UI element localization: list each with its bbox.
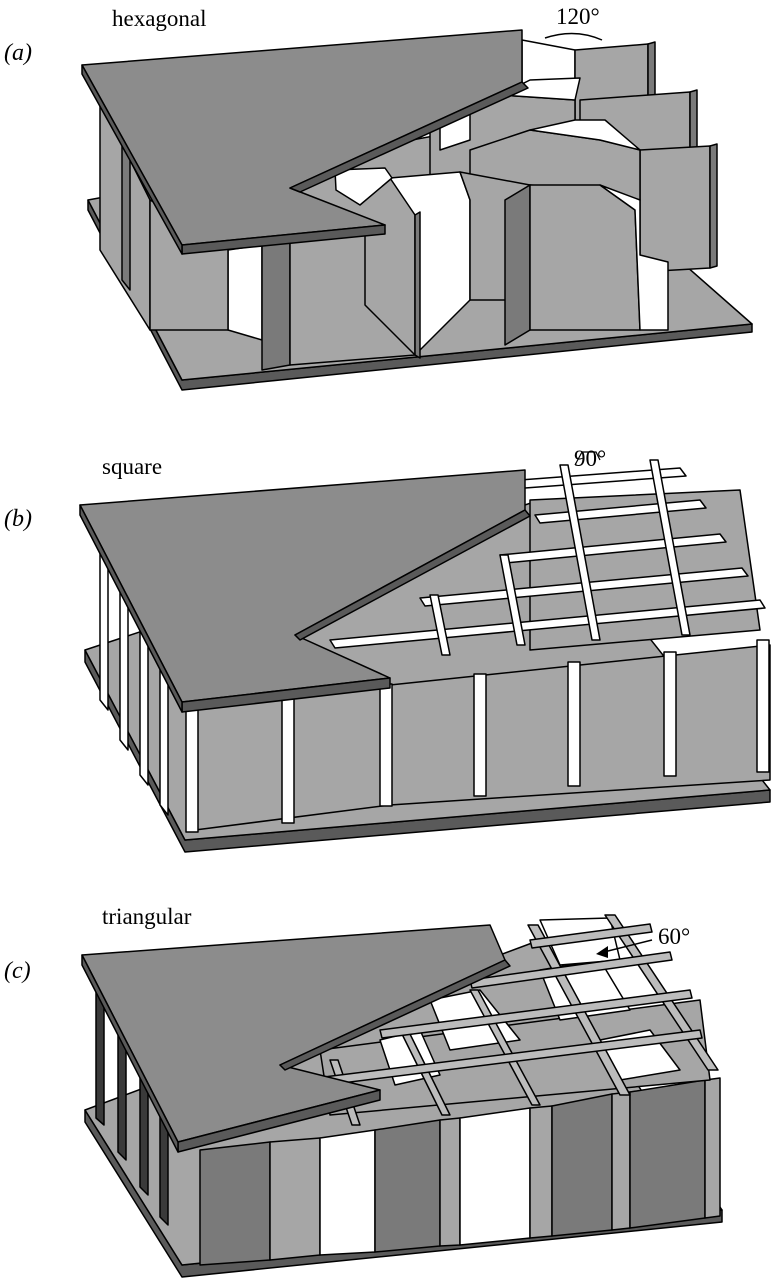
square-core-illustration xyxy=(79,451,771,853)
panel-a-letter: (a) xyxy=(4,40,32,66)
angle-label-90: 90° xyxy=(574,446,607,471)
triangular-core-illustration xyxy=(81,914,723,1278)
panel-a-name: hexagonal xyxy=(112,6,207,31)
panel-hexagonal: (a) hexagonal 120° xyxy=(0,0,777,400)
angle-label-120: 120° xyxy=(556,4,600,29)
panel-b-letter: (b) xyxy=(4,506,32,532)
angle-label-60: 60° xyxy=(658,924,691,949)
panel-c-letter: (c) xyxy=(4,958,31,984)
hexagonal-core-illustration xyxy=(81,29,753,391)
panel-triangular: (c) triangular 60° xyxy=(0,880,777,1280)
panel-c-name: triangular xyxy=(102,904,192,929)
panel-square: (b) square 90° xyxy=(0,430,777,860)
panel-b-name: square xyxy=(102,454,163,479)
